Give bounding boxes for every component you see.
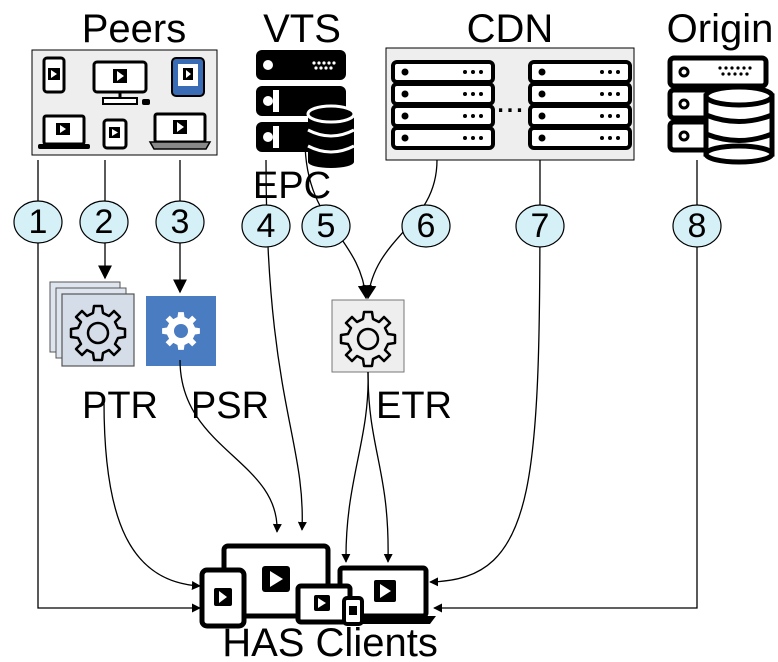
etr-label: ETR — [376, 385, 452, 427]
cdn-title: CDN — [467, 7, 554, 51]
path-number-bubbles: 1 2 3 4 5 6 7 8 — [13, 200, 722, 248]
psr-label: PSR — [191, 385, 269, 427]
ptr-label: PTR — [82, 385, 158, 427]
desktop-monitor-icon — [92, 60, 150, 105]
origin-database-icon — [703, 84, 775, 165]
cdn-server-rack-icon — [391, 60, 495, 150]
path-3b-line — [179, 359, 282, 533]
peers-panel — [31, 49, 218, 156]
notebook-icon — [148, 112, 212, 150]
svg-text:7: 7 — [531, 207, 550, 245]
origin-server-icon — [667, 55, 775, 165]
psr-service-icon — [146, 296, 216, 366]
svg-text:4: 4 — [257, 207, 276, 245]
svg-text:3: 3 — [171, 203, 190, 241]
path-1-badge: 1 — [13, 200, 63, 244]
epc-database-icon — [306, 104, 356, 168]
svg-text:1: 1 — [29, 203, 48, 241]
client-phone-icon — [342, 596, 364, 626]
peers-title: Peers — [82, 7, 187, 51]
etr-service-icon — [331, 299, 405, 373]
laptop-icon — [38, 114, 90, 149]
client-tablet-icon — [199, 567, 247, 629]
svg-text:2: 2 — [95, 203, 114, 241]
origin-title: Origin — [667, 7, 774, 51]
smartphone-icon — [42, 56, 66, 94]
etr-out-left — [341, 371, 369, 563]
small-phone-icon — [102, 118, 128, 150]
path-7-line — [429, 159, 541, 587]
cdn-server-rack-icon — [528, 60, 632, 150]
has-clients-device-cluster-icon — [199, 543, 436, 629]
etr-out-right — [367, 371, 393, 563]
vts-title: VTS — [263, 7, 341, 51]
svg-text:6: 6 — [417, 207, 436, 245]
path-4-badge: 4 — [241, 204, 291, 248]
tablet-icon — [171, 57, 205, 97]
cdn-panel: ... — [385, 47, 635, 161]
path-7-badge: 7 — [515, 204, 565, 248]
path-1-line — [37, 160, 201, 613]
path-3-badge: 3 — [155, 200, 205, 244]
path-8-line — [433, 160, 698, 613]
path-2-badge: 2 — [79, 200, 129, 244]
ptr-service-icon — [49, 281, 135, 367]
path-5-badge: 5 — [301, 204, 351, 248]
svg-text:5: 5 — [317, 207, 336, 245]
path-6-badge: 6 — [401, 204, 451, 248]
has-clients-label: HAS Clients — [222, 621, 438, 662]
path-8-badge: 8 — [672, 204, 722, 248]
epc-label: EPC — [253, 165, 331, 207]
cdn-ellipsis: ... — [496, 82, 524, 120]
path-2b-line — [103, 401, 201, 591]
client-small-laptop-icon — [295, 583, 353, 625]
svg-text:8: 8 — [688, 207, 707, 245]
connections — [37, 139, 698, 613]
